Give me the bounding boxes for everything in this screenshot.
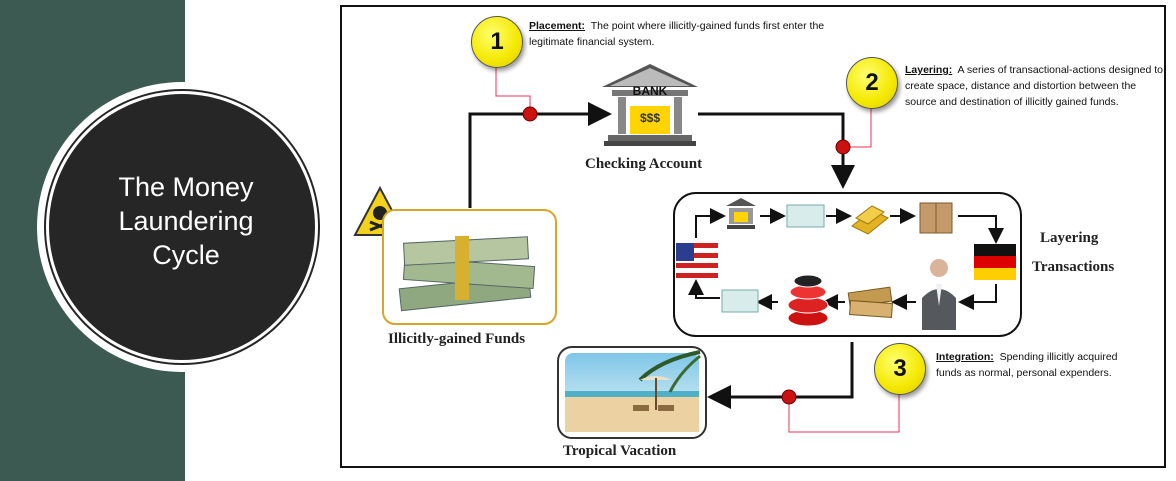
marker-integration (781, 389, 797, 405)
illicit-funds-label: Illicitly-gained Funds (388, 331, 526, 347)
connector-step-1 (495, 64, 531, 114)
layering-flow-arrows (688, 208, 1004, 310)
bank-sign-label: BANK (632, 84, 668, 98)
marker-placement (522, 106, 538, 122)
marker-layering (835, 139, 851, 155)
slide-title-line-2: Laundering (118, 206, 254, 236)
slide-title-line-1: The Money (118, 172, 254, 202)
slide-title-line-3: Cycle (152, 240, 220, 270)
title-circle (46, 91, 318, 363)
small-cheque-icon (721, 289, 759, 313)
usa-flag-icon (676, 243, 718, 279)
small-bank-icon (726, 198, 756, 229)
step-1-note: Placement: The point where illicitly-gai… (529, 18, 829, 50)
step-3-note: Integration: Spending illicitly acquired… (936, 349, 1146, 381)
layering-label-line-2: Transactions (1032, 259, 1115, 275)
package-icon (919, 202, 953, 234)
connector-step-3 (788, 392, 900, 433)
slide-title: The Money Laundering Cycle (86, 170, 286, 272)
tropical-vacation-label: Tropical Vacation (563, 443, 677, 459)
step-3-badge: 3 (874, 343, 926, 395)
step-2-note: Layering: A series of transactional-acti… (905, 62, 1163, 110)
flow-layering-to-vacation (707, 342, 854, 409)
step-1-badge: 1 (471, 16, 523, 68)
beach-image (565, 350, 701, 432)
flow-funds-to-bank (468, 102, 612, 208)
flow-bank-to-layering (698, 112, 855, 189)
step-2-heading: Layering: (905, 64, 953, 76)
step-2-text: A series of transactional-actions design… (905, 64, 1163, 108)
germany-flag-icon (974, 244, 1016, 280)
step-1-text: The point where illicitly-gained funds f… (529, 20, 825, 48)
connector-step-2 (843, 100, 872, 148)
cash-bundle-icon (847, 286, 893, 318)
layering-box (673, 192, 1022, 337)
step-3-text: Spending illicitly acquired funds as nor… (936, 351, 1118, 379)
layering-label-line-1: Layering (1040, 230, 1099, 246)
step-3-heading: Integration: (936, 351, 994, 363)
cheque-icon (786, 204, 825, 228)
cash-stack-icon (398, 236, 536, 312)
step-2-badge: 2 (846, 57, 898, 109)
gold-bars-icon (851, 205, 889, 235)
bank-dollar-label: $$$ (639, 111, 661, 125)
checking-account-label: Checking Account (585, 156, 703, 172)
step-1-heading: Placement: (529, 20, 586, 32)
bank-icon (602, 64, 698, 146)
businessman-icon (922, 259, 956, 330)
casino-chips-icon (787, 274, 829, 327)
